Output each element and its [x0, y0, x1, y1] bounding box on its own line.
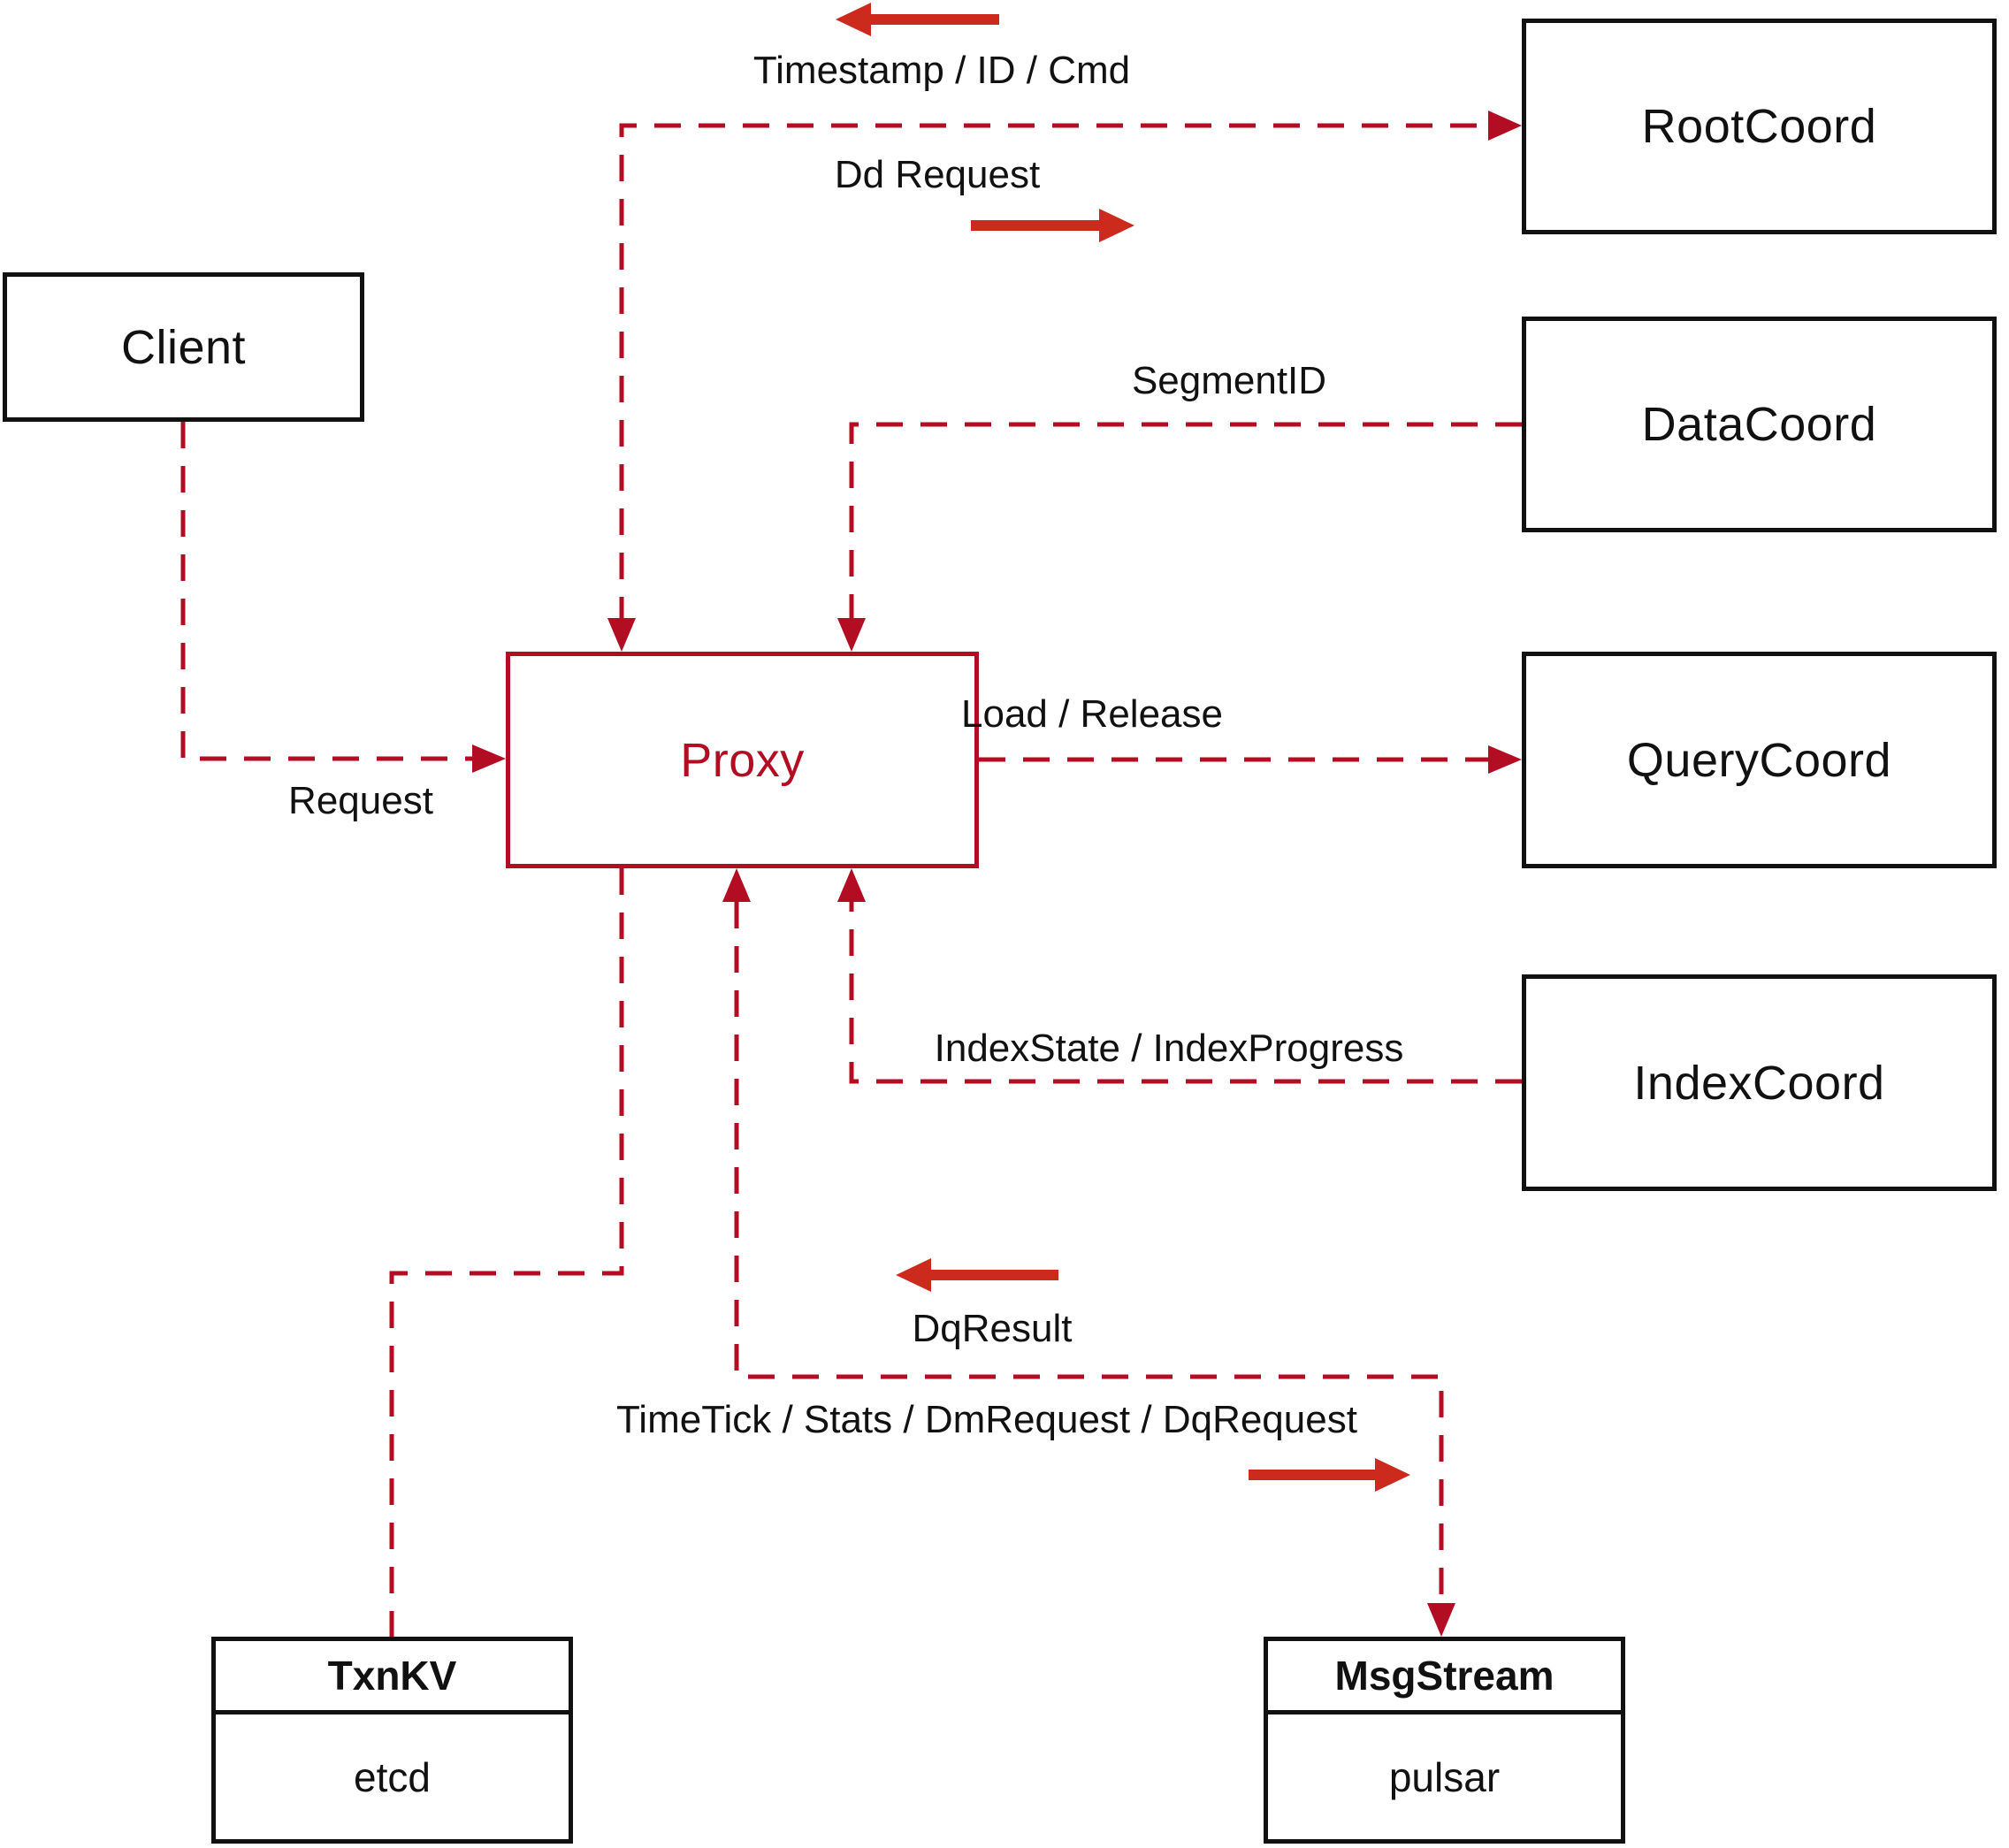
- rootcoord-node-label: RootCoord: [1641, 100, 1877, 153]
- indexcoord-node-label: IndexCoord: [1633, 1056, 1885, 1110]
- flow-arrow-right-timetick-icon: [1249, 1458, 1410, 1492]
- arrowhead-into-querycoord: [1488, 745, 1522, 774]
- arrowhead-into-rootcoord: [1488, 111, 1522, 141]
- flow-direction-arrows: [836, 3, 1410, 1492]
- proxy-node-label: Proxy: [680, 733, 805, 787]
- txnkv-node-title: TxnKV: [216, 1641, 569, 1714]
- msgstream-node: MsgStream pulsar: [1264, 1637, 1625, 1844]
- querycoord-node-label: QueryCoord: [1626, 733, 1892, 787]
- arrowhead-into-proxy-left: [472, 745, 506, 773]
- connector-proxy-txnkv: [389, 868, 624, 1637]
- arrowhead-into-msgstream: [1427, 1603, 1455, 1637]
- connector-datacoord-proxy: [849, 422, 1522, 619]
- arrowhead-into-proxy-bottom-mid: [722, 868, 751, 902]
- edge-label-timestamp: Timestamp / ID / Cmd: [752, 49, 1131, 92]
- querycoord-node: QueryCoord: [1522, 652, 1997, 868]
- datacoord-node-label: DataCoord: [1641, 398, 1877, 451]
- flow-arrow-left-timestamp-icon: [836, 3, 999, 36]
- edge-label-timetick: TimeTick / Stats / DmRequest / DqRequest: [616, 1398, 1357, 1441]
- flow-arrow-right-dd-request-icon: [971, 209, 1134, 242]
- arrowhead-into-proxy-bottom-right: [837, 868, 866, 902]
- indexcoord-node: IndexCoord: [1522, 974, 1997, 1191]
- edge-label-dq-result: DqResult: [912, 1307, 1073, 1350]
- client-node: Client: [3, 272, 364, 422]
- arrowhead-into-proxy-top-left: [607, 618, 636, 652]
- connector-indexcoord-proxy: [849, 902, 1522, 1084]
- edge-label-request: Request: [288, 779, 433, 822]
- edge-label-index-state: IndexState / IndexProgress: [934, 1027, 1404, 1070]
- txnkv-node: TxnKV etcd: [211, 1637, 573, 1844]
- edge-label-load-release: Load / Release: [961, 692, 1223, 736]
- msgstream-node-sublabel: pulsar: [1388, 1753, 1501, 1800]
- connector-client-proxy: [180, 422, 472, 761]
- arrowhead-into-proxy-top-right: [837, 618, 866, 652]
- connector-arrowheads: [472, 111, 1522, 1637]
- msgstream-node-title: MsgStream: [1268, 1641, 1621, 1714]
- connector-proxy-rootcoord: [619, 123, 1493, 623]
- datacoord-node: DataCoord: [1522, 317, 1997, 532]
- edge-label-dd-request: Dd Request: [834, 153, 1041, 196]
- edge-label-segment-id: SegmentID: [1131, 359, 1327, 402]
- txnkv-node-sublabel: etcd: [354, 1753, 431, 1800]
- flow-arrow-left-dqresult-icon: [896, 1258, 1058, 1292]
- proxy-node: Proxy: [506, 652, 979, 868]
- connector-proxy-msgstream: [734, 902, 1444, 1603]
- rootcoord-node: RootCoord: [1522, 19, 1997, 234]
- dashed-connectors: [180, 123, 1522, 1637]
- client-node-label: Client: [120, 320, 247, 374]
